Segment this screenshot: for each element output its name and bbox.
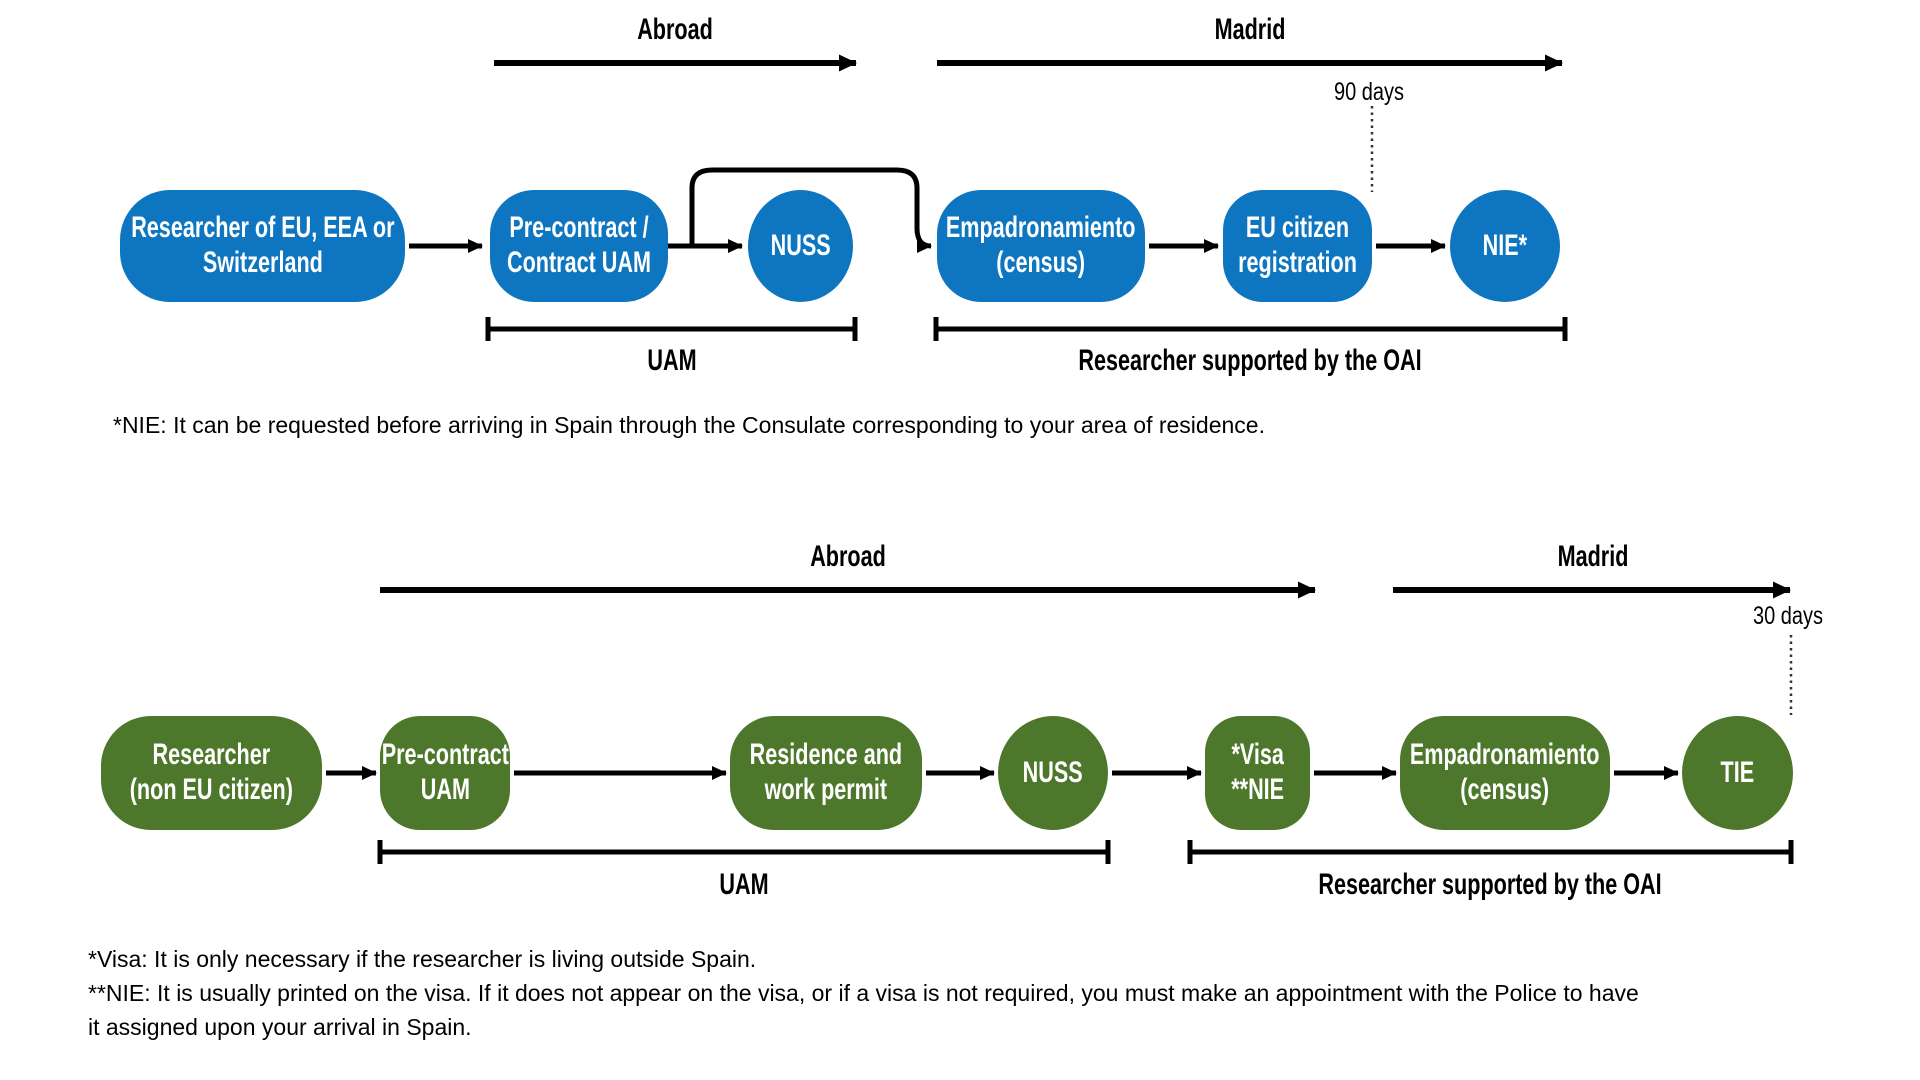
node-eu-citizen-registration: EU citizen registration (1223, 190, 1372, 302)
footnote-line: *Visa: It is only necessary if the resea… (88, 946, 757, 972)
node-researcher-eu: Researcher of EU, EEA or Switzerland (120, 190, 405, 302)
node-label: NUSS (770, 228, 831, 262)
node-label: Researcher of EU, EEA or Switzerland (130, 211, 395, 279)
footnote-line: **NIE: It is usually printed on the visa… (88, 980, 1639, 1006)
region-label-abroad-noneu: Abroad (810, 540, 886, 573)
bracket-uam-noneu (377, 840, 1111, 864)
bracket-oai-eu (933, 317, 1568, 341)
node-empadronamiento-eu: Empadronamiento (census) (937, 190, 1145, 302)
bracket-oai-noneu (1187, 840, 1794, 864)
footnote-visa-nie: *Visa: It is only necessary if the resea… (88, 942, 1639, 1044)
node-precontract-eu: Pre-contract / Contract UAM (490, 190, 668, 302)
region-label-madrid-noneu: Madrid (1557, 540, 1629, 573)
node-label: EU citizen registration (1238, 211, 1357, 279)
bracket-label-oai-noneu: Researcher supported by the OAI (1318, 868, 1662, 901)
node-precontract-noneu: Pre-contract UAM (380, 716, 510, 830)
duration-label-30-days: 30 days (1752, 602, 1824, 630)
node-label: Pre-contract / Contract UAM (507, 211, 651, 279)
node-label: Empadronamiento (census) (1410, 738, 1600, 806)
bracket-label-oai-eu: Researcher supported by the OAI (1078, 344, 1422, 377)
footnote-line: it assigned upon your arrival in Spain. (88, 1014, 472, 1040)
node-nie-eu: NIE* (1450, 190, 1560, 302)
bracket-label-uam-noneu: UAM (719, 868, 769, 901)
node-nuss-eu: NUSS (748, 190, 853, 302)
node-residence-work-permit: Residence and work permit (730, 716, 922, 830)
node-label: Researcher (non EU citizen) (129, 738, 294, 806)
region-label-abroad-eu: Abroad (637, 13, 713, 46)
node-empadronamiento-noneu: Empadronamiento (census) (1400, 716, 1610, 830)
bracket-label-uam-eu: UAM (647, 344, 697, 377)
node-visa-nie: *Visa **NIE (1205, 716, 1310, 830)
footnote-line: *NIE: It can be requested before arrivin… (113, 412, 1265, 438)
node-researcher-noneu: Researcher (non EU citizen) (101, 716, 322, 830)
node-label: TIE (1720, 755, 1755, 789)
bracket-uam-eu (485, 317, 858, 341)
node-label: Residence and work permit (749, 738, 903, 806)
node-nuss-noneu: NUSS (998, 716, 1108, 830)
node-tie: TIE (1682, 716, 1793, 830)
node-label: Pre-contract UAM (381, 738, 509, 806)
node-label: NIE* (1482, 228, 1528, 262)
node-label: *Visa **NIE (1231, 738, 1284, 806)
duration-label-90-days: 90 days (1333, 78, 1405, 106)
region-label-madrid-eu: Madrid (1214, 13, 1286, 46)
bypass-arrow-precontract-empadronamiento (689, 167, 932, 253)
node-label: Empadronamiento (census) (946, 211, 1136, 279)
node-label: NUSS (1022, 755, 1084, 789)
footnote-nie: *NIE: It can be requested before arrivin… (113, 408, 1265, 442)
